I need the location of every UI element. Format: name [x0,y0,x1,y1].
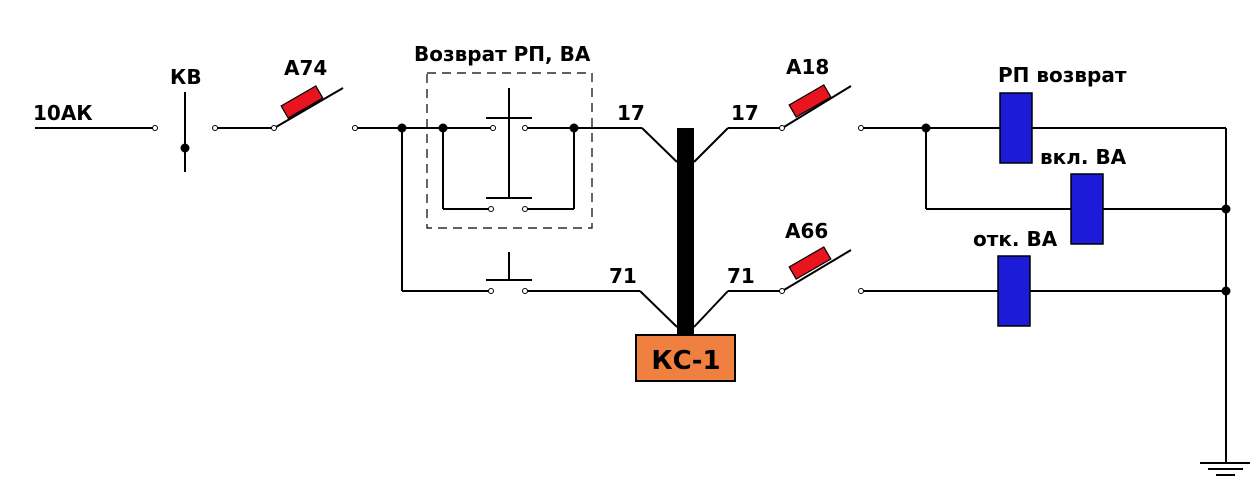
fuse-a74 [275,85,344,128]
button-group-frame [426,72,593,229]
wire-17-left-label: 17 [617,101,645,125]
fuse-a18 [783,84,864,131]
coil-va-off [997,255,1031,327]
cable-bundle [677,128,694,338]
coil-va-off-label: отк. ВА [973,227,1058,251]
fuse-a66-label: А66 [785,219,828,243]
wire-17-left [574,127,678,163]
key-switch [180,92,277,172]
return-button-group [426,72,593,229]
lower-button [486,252,640,294]
fuse-a66 [783,246,864,294]
cable-box [635,334,736,382]
coil-rp-return [999,92,1033,164]
coil-va-on [1070,173,1104,245]
wire-71-right [693,288,785,328]
coil-va-on-label: вкл. ВА [1040,145,1127,169]
coil-rp-return-label: РП возврат [998,63,1127,87]
wire-17-right [693,125,785,163]
wire-71-left-label: 71 [609,264,637,288]
wire-71-right-label: 71 [727,264,755,288]
input-label: 10АК [33,101,93,125]
key-switch-label: КВ [170,65,202,89]
fuse-a74-label: А74 [284,56,327,80]
fuse-a66-body [788,246,832,280]
cable-label: КС-1 [651,346,720,376]
left-bus [352,123,496,294]
coil-circuits [863,123,1231,462]
fuse-a18-body [788,84,832,118]
input-line [35,125,158,131]
fuse-a74-body [280,85,324,119]
button-group-label: Возврат РП, ВА [414,42,591,66]
wire-71-left [639,290,678,328]
ground-icon [1200,462,1250,476]
wire-17-right-label: 17 [731,101,759,125]
fuse-a18-label: А18 [786,55,829,79]
